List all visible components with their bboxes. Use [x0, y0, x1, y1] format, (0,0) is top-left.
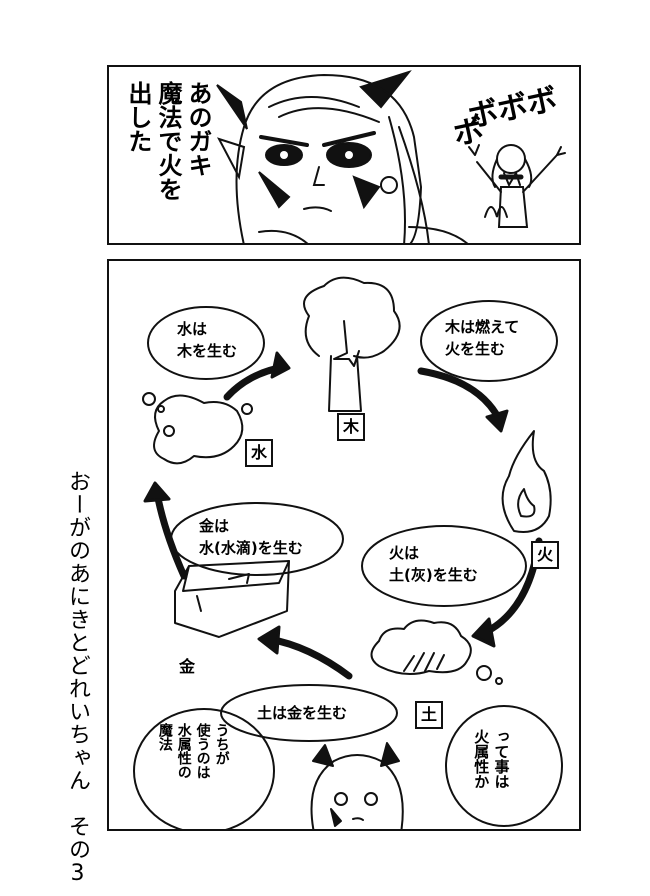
narration-caption: あのガキ 魔法で火を 出した	[124, 81, 212, 201]
ogre-speech-bubble: って事は 火属性か	[472, 729, 511, 789]
label-earth: 土	[415, 701, 443, 729]
comic-title: おーがのあにきとどれいちゃん その3	[65, 470, 90, 887]
bubble-water-wood: 水は 木を生む	[177, 320, 238, 360]
bubble-outline	[147, 306, 265, 380]
bubble-earth-metal: 土は金を生む	[257, 704, 348, 722]
five-elements-diagram	[133, 276, 563, 829]
top-panel: あのガキ 魔法で火を 出した ボボボ ボ	[107, 65, 581, 245]
bubble-metal-water: 金は 水(水滴)を生む	[199, 517, 303, 557]
label-water: 水	[245, 439, 273, 467]
ogre-drawing	[216, 70, 566, 243]
label-fire: 火	[531, 541, 559, 569]
bubble-wood-fire: 木は燃えて 火を生む	[445, 318, 520, 358]
label-wood: 木	[337, 413, 365, 441]
girl-speech-bubble: うちが 使うのは 水属性の 魔法	[156, 723, 230, 779]
label-metal: 金	[179, 657, 196, 676]
bubble-fire-earth: 火は 土(灰)を生む	[389, 544, 478, 584]
five-elements-panel: 水は 木を生む 木は燃えて 火を生む 金は 水(水滴)を生む 火は 土(灰)を生…	[107, 259, 581, 831]
